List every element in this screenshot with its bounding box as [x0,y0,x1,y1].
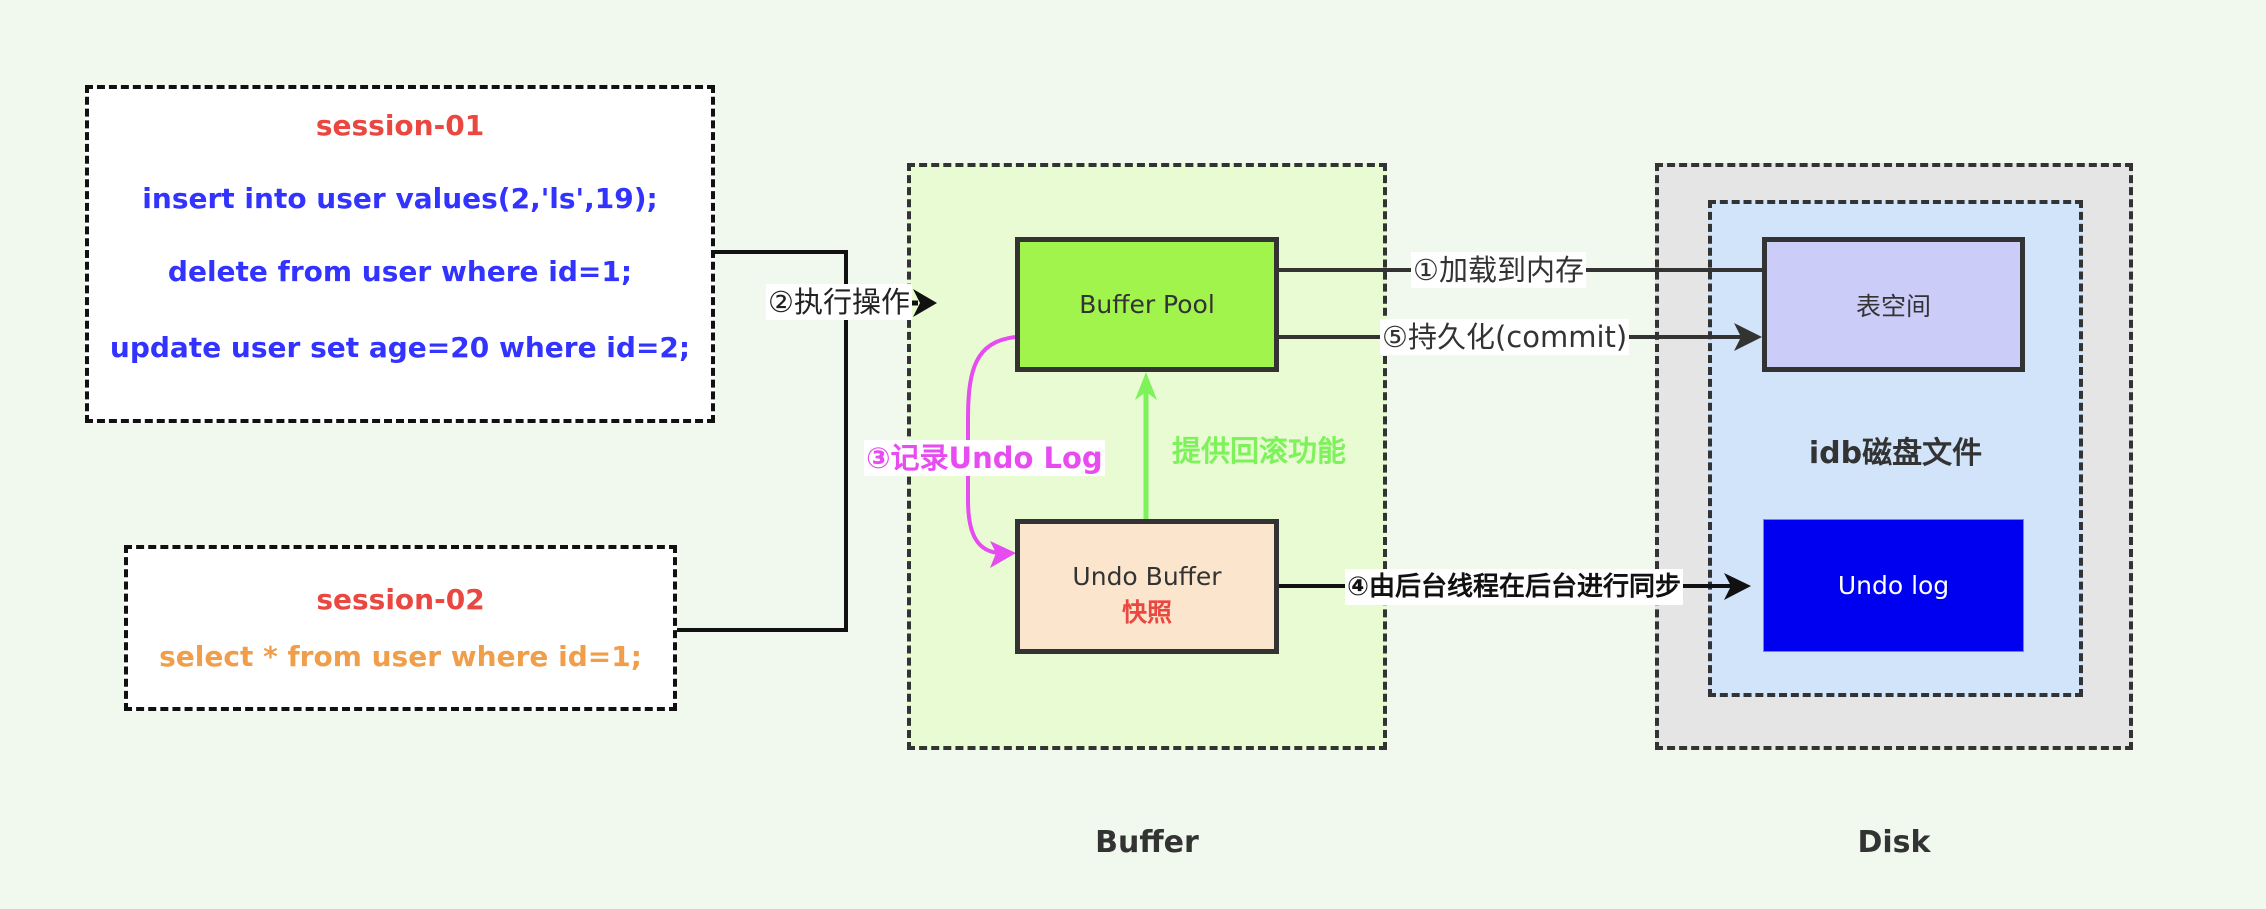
step5-arrowhead [1734,323,1762,351]
step3-arrowhead [990,541,1016,568]
sql-statement: delete from user where id=1; [167,255,633,288]
rollback-arrowhead [1135,372,1157,400]
step1-label: ①加载到内存 [1411,252,1586,288]
sql-statement: select * from user where id=1; [159,640,642,673]
step3-label: ③记录Undo Log [864,440,1105,476]
undo-buffer-label: Undo Buffer [1072,562,1222,591]
rollback-label: 提供回滚功能 [1170,433,1349,469]
disk-caption: Disk [1857,825,1931,860]
buffer-pool-label: Buffer Pool [1079,290,1215,319]
undo-buffer-node: Undo Buffer 快照 [1015,519,1279,654]
sql-statement: insert into user values(2,'ls',19); [142,182,658,215]
session-02-box: session-02 select * from user where id=1… [124,545,677,711]
step5-label: ⑤持久化(commit) [1380,319,1630,355]
idb-file-label: idb磁盘文件 [1808,436,1983,471]
buffer-pool-node: Buffer Pool [1015,237,1279,372]
step3-curve [966,335,1016,555]
step2-label: ②执行操作 [766,284,912,320]
undo-log-node: Undo log [1763,519,2024,652]
sql-statement: update user set age=20 where id=2; [109,331,691,364]
session-01-title: session-01 [315,109,485,142]
step4-label: ④由后台线程在后台进行同步 [1345,569,1684,605]
buffer-caption: Buffer [1095,825,1199,860]
tablespace-node: 表空间 [1762,237,2025,372]
step4-arrowhead [1724,573,1751,600]
snapshot-label: 快照 [1121,598,1172,627]
step2-arrowhead [913,289,937,317]
undo-log-label: Undo log [1837,571,1950,600]
tablespace-label: 表空间 [1855,291,1931,321]
session-01-connector [677,250,848,632]
session-01-box: session-01 insert into user values(2,'ls… [85,85,715,423]
session-02-title: session-02 [316,583,485,616]
